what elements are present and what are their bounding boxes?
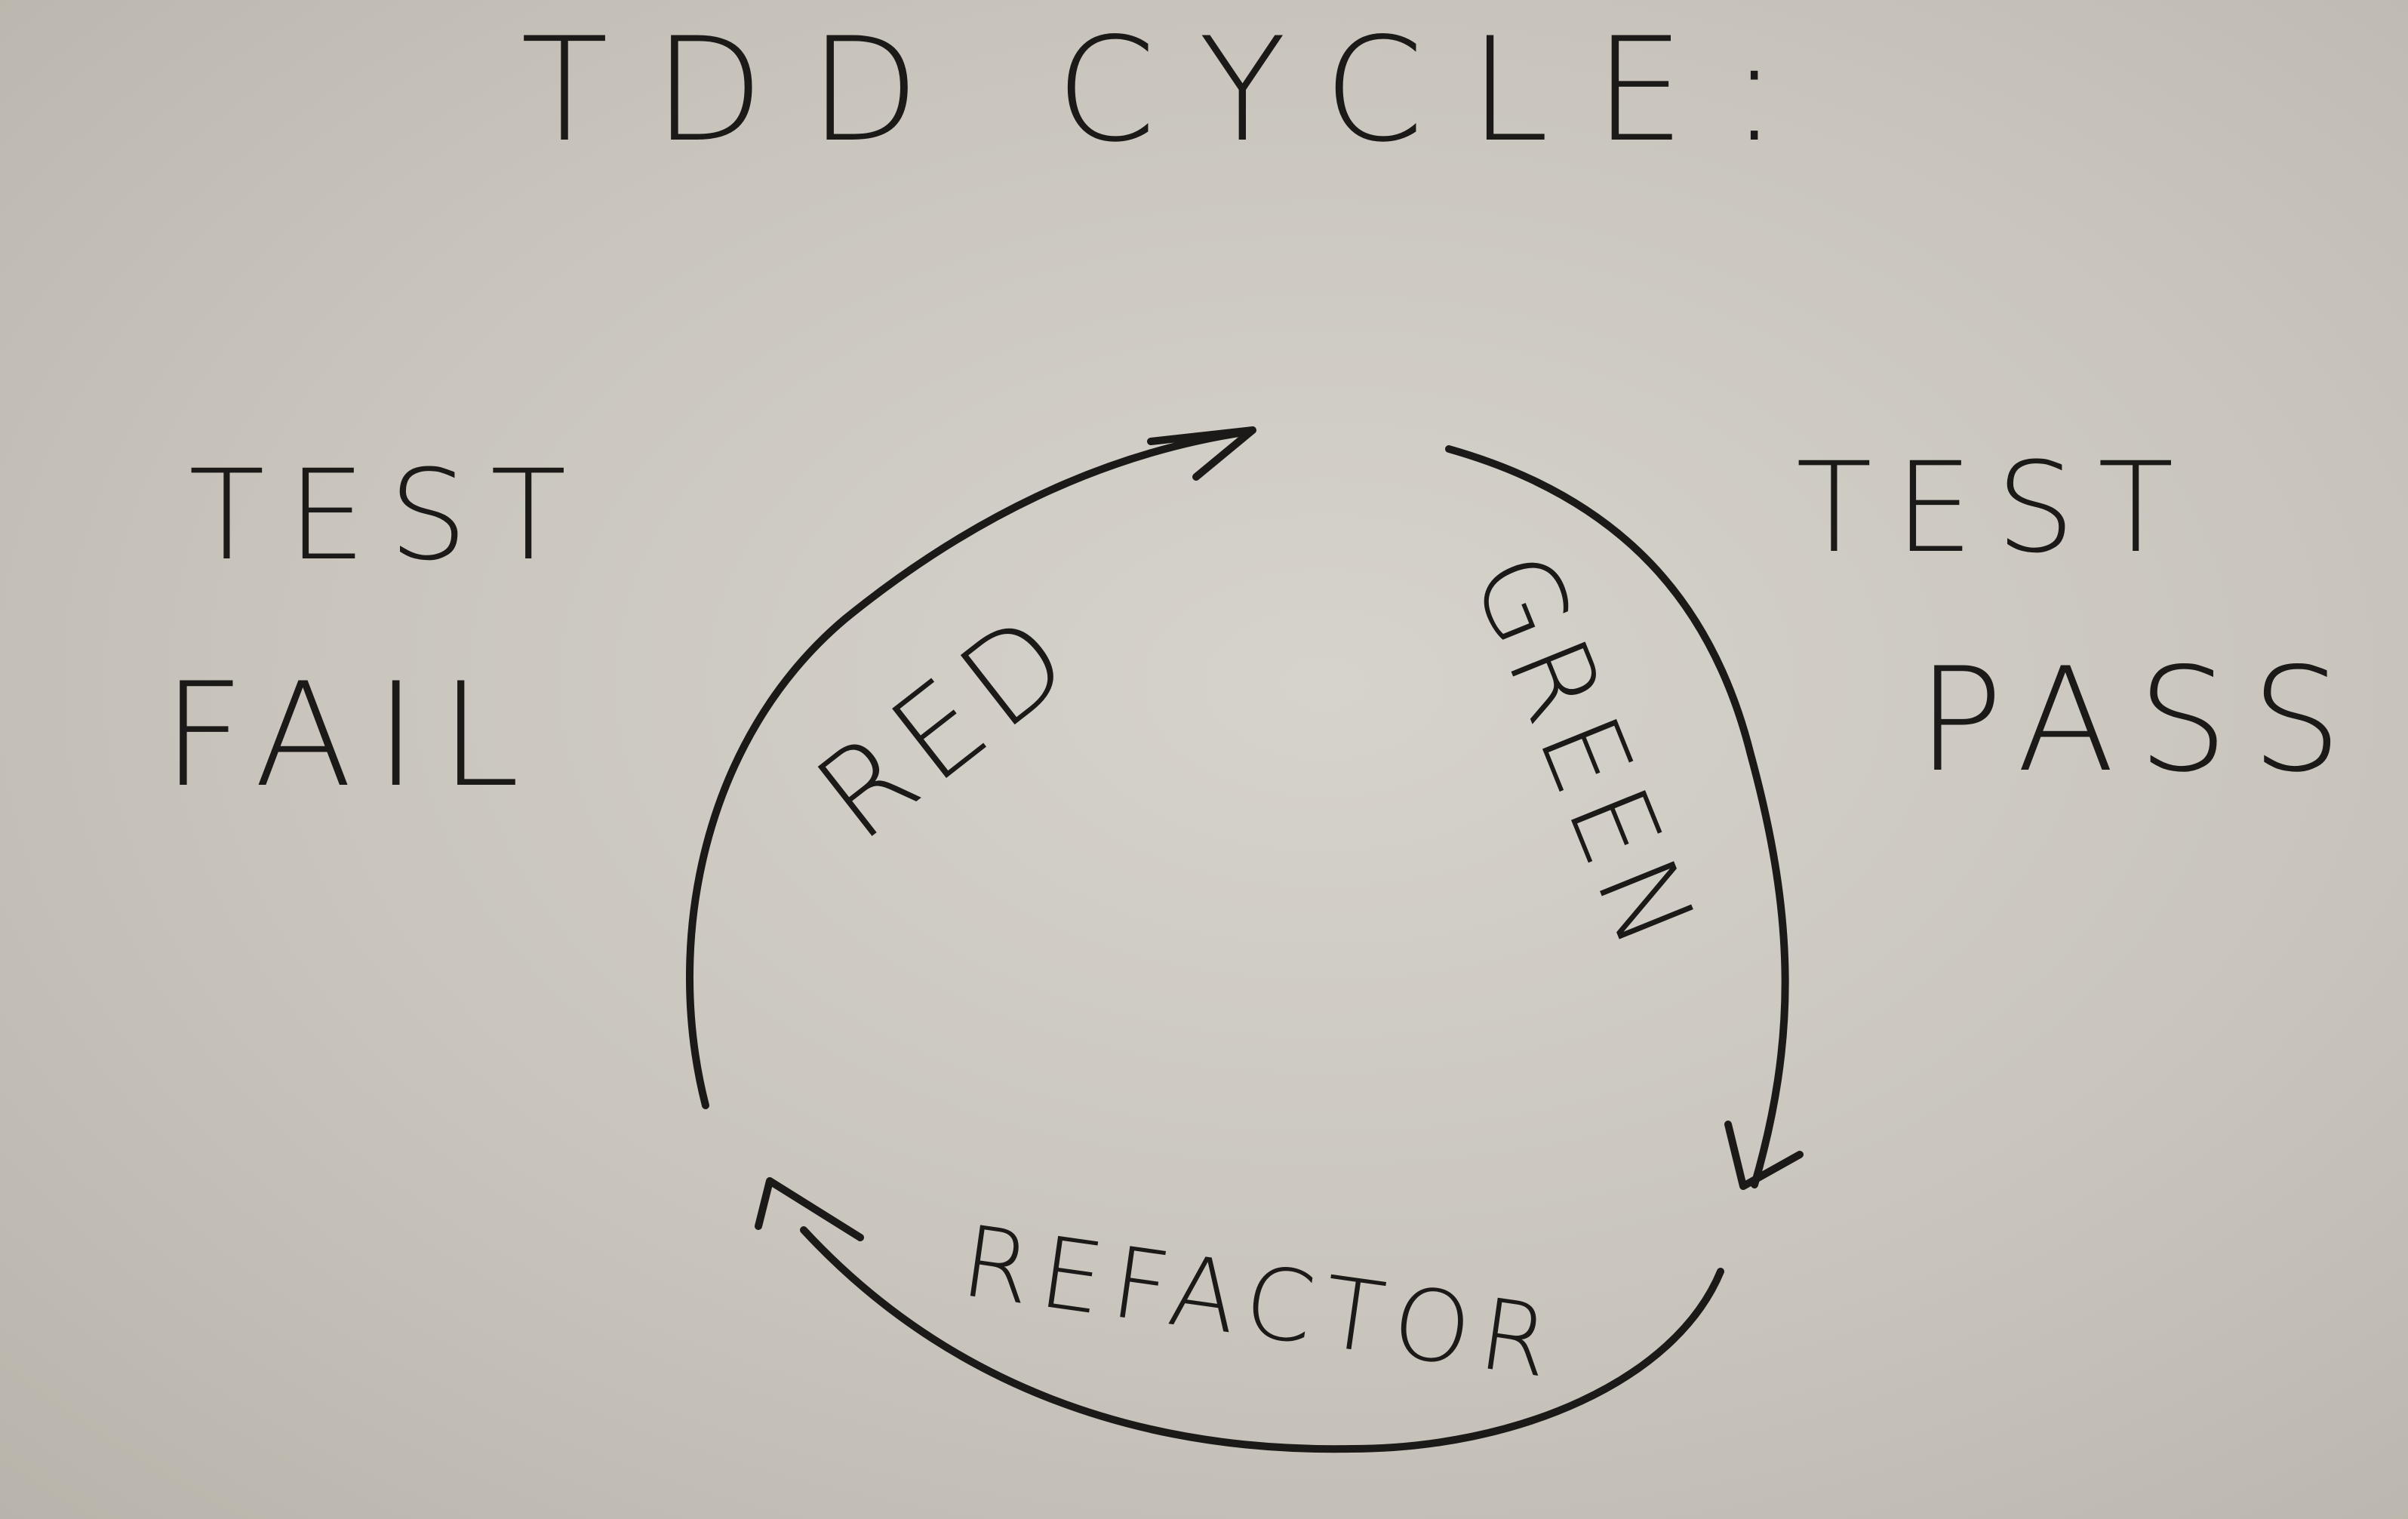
left-note-line2: FAIL xyxy=(162,652,543,819)
refactor-arc xyxy=(800,1226,1724,1453)
refactor-label: REFACTOR xyxy=(955,1204,1567,1401)
green-arrowhead xyxy=(1724,1121,1804,1190)
red-arc xyxy=(685,428,1253,1109)
red-arrowhead xyxy=(1147,426,1256,481)
refactor-arrowhead xyxy=(755,1177,864,1241)
green-arc xyxy=(1445,445,1789,1188)
right-note-line2: PASS xyxy=(1917,637,2365,804)
left-note-line1: TEST xyxy=(189,443,589,588)
right-note-line1: TEST xyxy=(1796,435,2197,580)
diagram-title: TDD CYCLE: xyxy=(521,7,1824,174)
